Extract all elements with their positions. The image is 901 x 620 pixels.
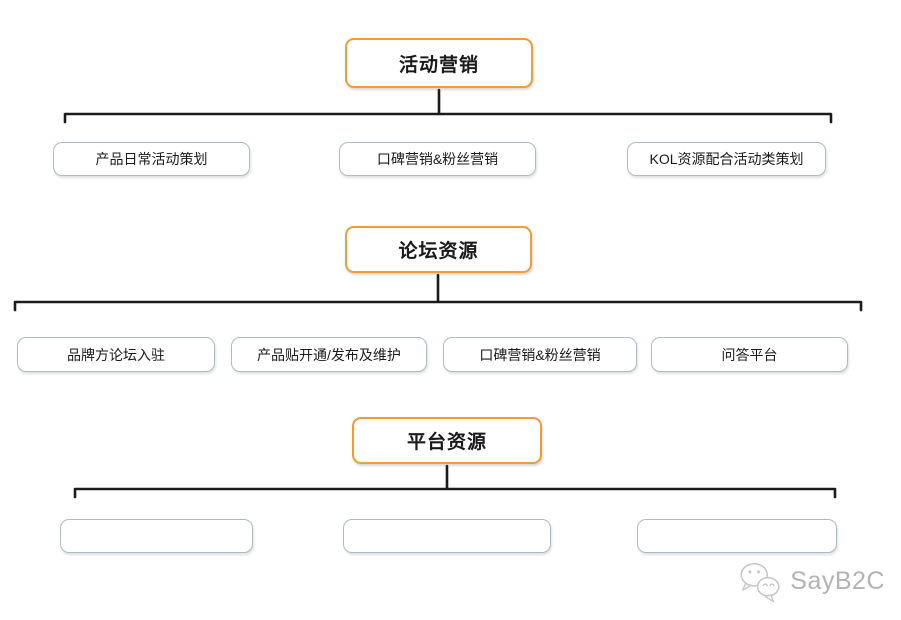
child-node: 口碑营销&粉丝营销 — [443, 337, 637, 372]
connector-platform-resources — [73, 464, 837, 499]
child-node: 产品日常活动策划 — [53, 142, 250, 176]
watermark: SayB2C — [736, 559, 885, 604]
wechat-icon — [740, 562, 780, 603]
connector-forum-resources — [13, 273, 863, 312]
watermark-text: SayB2C — [790, 567, 885, 595]
child-node: 问答平台 — [651, 337, 848, 372]
child-node-empty — [343, 519, 551, 553]
header-node-platform-resources: 平台资源 — [352, 417, 542, 464]
child-node: 品牌方论坛入驻 — [17, 337, 215, 372]
child-node: KOL资源配合活动类策划 — [627, 142, 826, 176]
header-node-forum-resources: 论坛资源 — [345, 226, 532, 273]
child-node: 口碑营销&粉丝营销 — [339, 142, 536, 176]
connector-activity-marketing — [63, 88, 833, 124]
header-node-activity-marketing: 活动营销 — [345, 38, 533, 88]
child-node: 产品贴开通/发布及维护 — [231, 337, 427, 372]
child-node-empty — [637, 519, 837, 553]
child-node-empty — [60, 519, 253, 553]
